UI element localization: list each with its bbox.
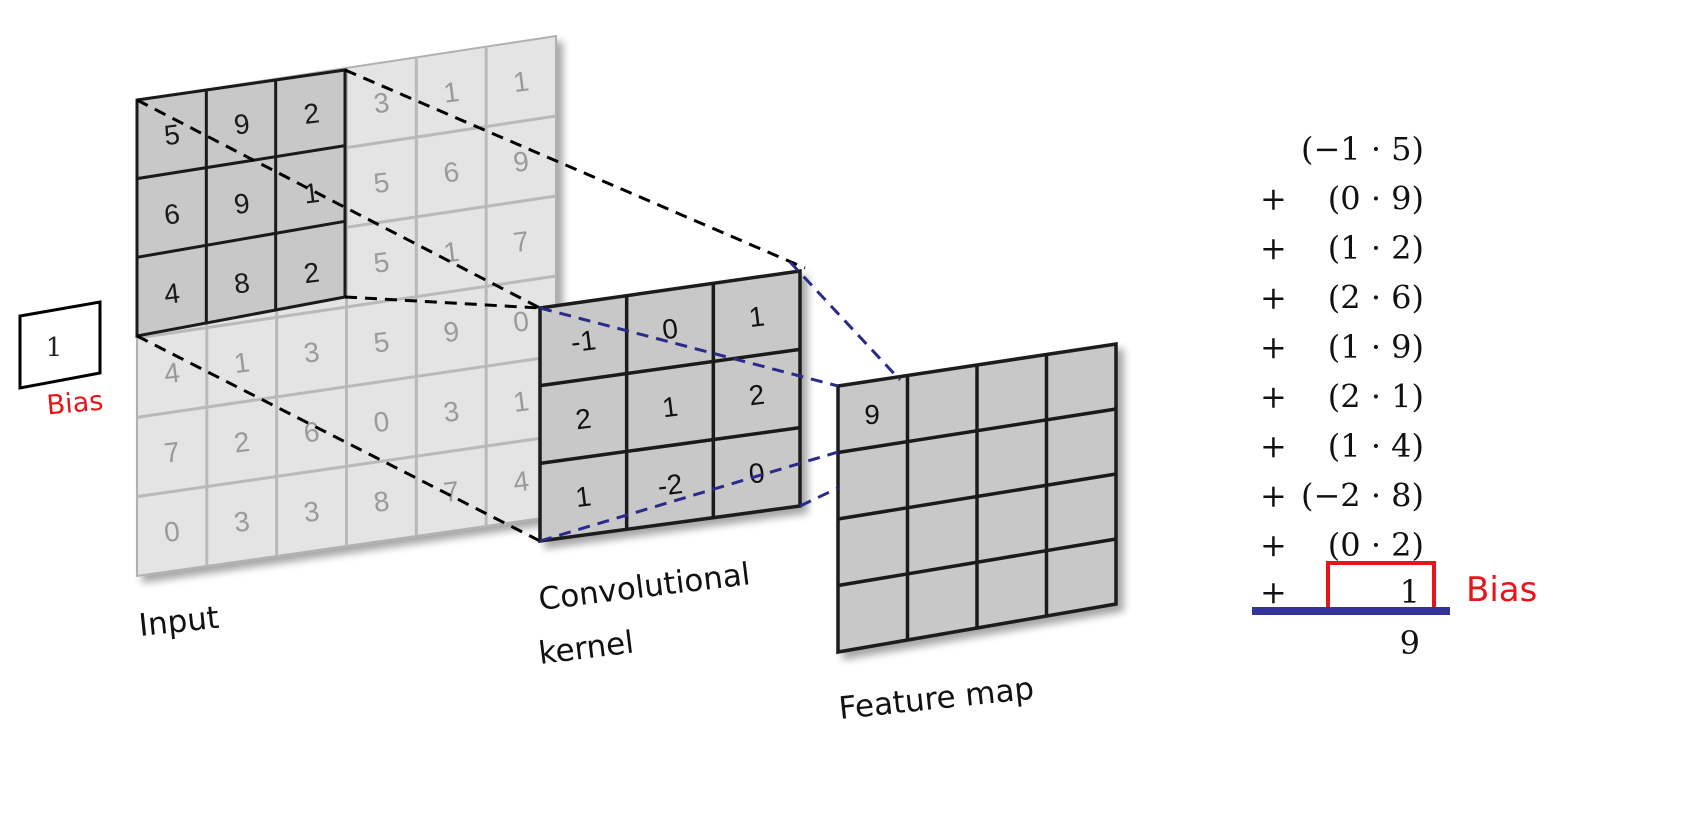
input-cell-value: 3 — [302, 495, 321, 528]
input-cell-value: 5 — [372, 246, 391, 279]
equation-term: (−1 · 5) — [1301, 130, 1424, 168]
input-cell-value: 1 — [442, 76, 461, 109]
equation-term: (1 · 9) — [1328, 328, 1424, 366]
kernel-cell-value: 0 — [747, 457, 766, 490]
input-cell-value: 1 — [232, 346, 251, 379]
equation-result: 9 — [1400, 624, 1420, 662]
grid-line-horizontal — [837, 472, 1117, 521]
equation-operator: + — [1260, 378, 1287, 416]
grid-line-horizontal — [136, 144, 346, 181]
convolution-equation: (−1 · 5) + (0 · 9) + (1 · 2) + (2 · 6) + (1 · 9)… — [1260, 130, 1424, 564]
input-cell-value: 0 — [372, 406, 391, 439]
equation-term: (−2 · 8) — [1301, 477, 1424, 515]
input-cell-value: 8 — [232, 267, 251, 300]
bias-box-frame — [18, 300, 102, 390]
input-cell-value: 7 — [512, 225, 531, 258]
equation-operator: + — [1260, 526, 1287, 564]
equation-term: (1 · 2) — [1328, 229, 1424, 267]
input-cell-value: 7 — [442, 475, 461, 508]
equation-bias-row: + 1 Bias 9 — [1252, 561, 1537, 662]
kernel-values: -1 0 1 2 1 2 1 -2 0 — [569, 300, 766, 513]
input-cell-value: 2 — [302, 97, 321, 130]
input-cell-value: 4 — [162, 357, 181, 390]
input-cell-value: 5 — [372, 166, 391, 199]
input-cell-value: 4 — [162, 277, 181, 310]
equation-term: (2 · 1) — [1328, 378, 1424, 416]
kernel-to-feature-projection — [539, 260, 902, 543]
grid-line-horizontal — [837, 537, 1117, 588]
equation-term: (0 · 9) — [1328, 180, 1424, 218]
kernel-cell-value: 1 — [660, 391, 679, 424]
equation-bias-operator: + — [1260, 573, 1287, 611]
input-cell-value: 6 — [442, 156, 461, 189]
kernel-cell-value: 2 — [747, 379, 766, 412]
kernel-cell-value: 0 — [660, 313, 679, 346]
input-cell-value: 2 — [232, 426, 251, 459]
input-cell-value: 9 — [232, 108, 251, 141]
input-cell-value: 0 — [512, 305, 531, 338]
input-cell-value: 9 — [512, 145, 531, 178]
equation-operator: + — [1260, 477, 1287, 515]
equation-term: (2 · 6) — [1328, 279, 1424, 317]
input-cell-value: 2 — [302, 257, 321, 290]
kernel-grid-lines — [539, 283, 801, 530]
grid-line-horizontal — [136, 434, 557, 499]
input-cell-value: 9 — [442, 316, 461, 349]
input-label: Input — [137, 600, 221, 644]
input-cell-value: 1 — [512, 65, 531, 98]
equation-operator: + — [1260, 328, 1287, 366]
equation-sum-line — [1252, 607, 1450, 615]
input-cell-value: 4 — [512, 465, 531, 498]
input-cell-value: 9 — [232, 187, 251, 220]
feature-map-grid-lines — [837, 354, 1117, 640]
kernel-cell-value: 1 — [747, 300, 766, 333]
feature-map-grid: 9 — [836, 341, 1118, 655]
input-receptive-field-lines — [136, 80, 346, 323]
kernel-label-line1: Convolutional — [537, 556, 753, 618]
input-cell-value: 3 — [302, 336, 321, 369]
bias-box-label: Bias — [45, 386, 104, 422]
grid-line-horizontal — [136, 219, 346, 259]
kernel-cell-value: 1 — [574, 480, 593, 513]
input-cell-value: 3 — [372, 87, 391, 120]
kernel-cell-value: -2 — [656, 468, 684, 502]
grid-line-horizontal — [539, 425, 801, 466]
kernel-label-line2: kernel — [537, 625, 636, 672]
kernel-grid: -1 0 1 2 1 2 1 -2 0 — [538, 268, 802, 544]
equation-operator: + — [1260, 229, 1287, 267]
kernel-cell-value: 2 — [574, 403, 593, 436]
equation-operator: + — [1260, 279, 1287, 317]
input-cell-value: 1 — [302, 177, 321, 210]
feature-map-label: Feature map — [837, 671, 1036, 727]
bias-box: 1 Bias — [18, 300, 105, 422]
input-cell-value: 1 — [512, 385, 531, 418]
input-cell-value: 8 — [372, 485, 391, 518]
input-cell-value: 5 — [162, 119, 181, 152]
input-cell-value: 3 — [442, 395, 461, 428]
equation-term: (0 · 2) — [1328, 526, 1424, 564]
feature-map-first-value: 9 — [864, 399, 880, 430]
input-cell-value: 3 — [232, 505, 251, 538]
input-cell-value: 5 — [372, 326, 391, 359]
equation-bias-label: Bias — [1466, 570, 1537, 610]
grid-line-horizontal — [539, 347, 801, 388]
equation-term: (1 · 4) — [1328, 427, 1424, 465]
equation-operator: + — [1260, 180, 1287, 218]
equation-operator: + — [1260, 427, 1287, 465]
input-cell-value: 6 — [162, 198, 181, 231]
input-cell-value: 0 — [162, 515, 181, 548]
bias-box-value: 1 — [46, 333, 63, 363]
kernel-cell-value: -1 — [569, 324, 597, 358]
equation-bias-value: 1 — [1400, 573, 1420, 611]
input-cell-value: 7 — [162, 436, 181, 469]
input-to-kernel-projection — [136, 68, 806, 543]
